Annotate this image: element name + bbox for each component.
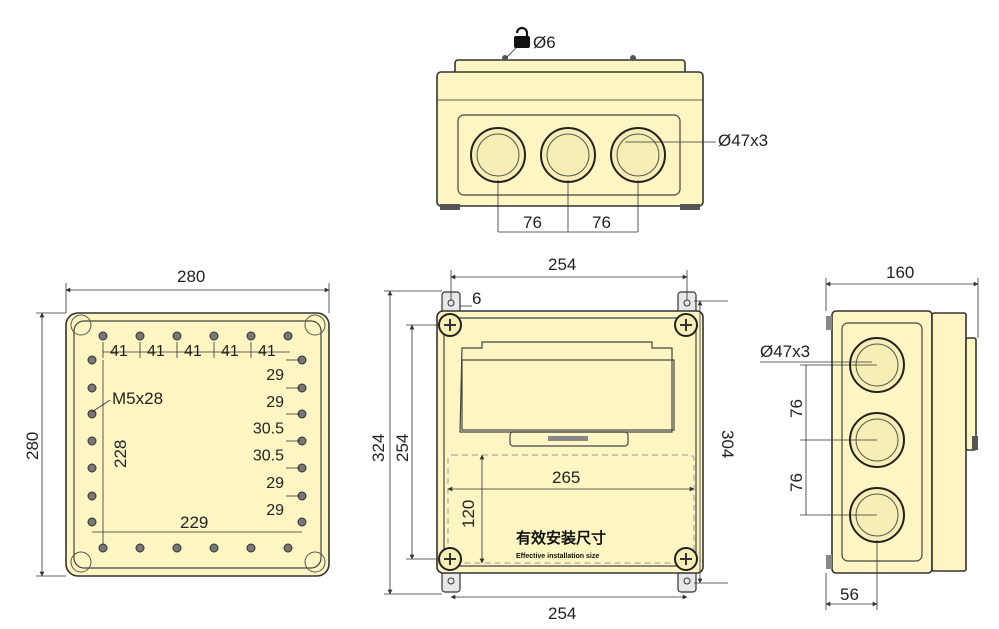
- row-pitch-label: 41: [221, 343, 239, 360]
- install-size-en: Effective installation size: [516, 553, 599, 560]
- screw-dot: [98, 331, 108, 341]
- back-width-label: 280: [177, 267, 205, 286]
- screw-dot: [283, 331, 293, 341]
- side-hole-label: Ø47x3: [760, 342, 810, 361]
- screw-dot: [172, 331, 182, 341]
- row-pitch-labels: 41 41 41 41 41: [102, 342, 276, 360]
- screw-dot: [87, 517, 97, 527]
- screw-dot: [209, 543, 219, 553]
- screw-dot: [87, 463, 97, 473]
- back-inner-width-label: 229: [180, 513, 208, 532]
- install-size-cn: 有效安装尺寸: [516, 529, 606, 547]
- overall-height-label: 324: [369, 434, 388, 462]
- screw-dot: [172, 543, 182, 553]
- col-pitch-labels: 29 29 30.5 30.5 29 29: [253, 359, 300, 519]
- screw-dot: [135, 331, 145, 341]
- screw-dot: [209, 331, 219, 341]
- side-view: 160 Ø47x3 76 76 56: [760, 263, 979, 610]
- screw-dot: [246, 543, 256, 553]
- screw-dot: [283, 543, 293, 553]
- front-width-bottom-label: 254: [548, 604, 576, 623]
- screw-dot: [87, 383, 97, 393]
- back-height-label: 280: [23, 432, 42, 460]
- bracket-offset-label: 6: [472, 289, 481, 308]
- back-inner-height-label: 228: [111, 440, 130, 468]
- row-pitch-label: 41: [258, 343, 276, 360]
- lock-diameter-label: Ø6: [533, 33, 556, 52]
- cable-entry-hole: [470, 127, 526, 183]
- top-hole-label: Ø47x3: [718, 131, 768, 150]
- side-pitch-b-label: 76: [787, 473, 806, 492]
- row-pitch-label: 41: [184, 343, 202, 360]
- screw-dot: [297, 517, 307, 527]
- padlock-icon: [514, 26, 530, 48]
- cable-entry-hole: [610, 127, 666, 183]
- col-pitch-label: 30.5: [253, 421, 284, 438]
- mount-height-label: 254: [393, 434, 412, 462]
- front-view: 254 6 324 254 304 265 120 有效安装尺寸 Effecti…: [369, 255, 737, 623]
- top-pitch-left: 76: [523, 213, 542, 232]
- right-height-label: 304: [718, 430, 737, 458]
- screw-dot: [246, 331, 256, 341]
- side-bottom-offset-label: 56: [840, 585, 859, 604]
- row-pitch-label: 41: [147, 343, 165, 360]
- side-pitch-a-label: 76: [787, 399, 806, 418]
- screw-dot: [135, 543, 145, 553]
- row-pitch-label: 41: [110, 343, 128, 360]
- col-pitch-label: 29: [266, 394, 284, 411]
- screw-dot: [87, 491, 97, 501]
- back-view: 41 41 41 41 41 29 29 30.5 30.5 29 29 280 280 M5x2…: [23, 267, 330, 577]
- cable-entry-hole: [540, 127, 596, 183]
- screw-dot: [87, 409, 97, 419]
- screw-dot: [87, 436, 97, 446]
- col-pitch-label: 29: [266, 475, 284, 492]
- col-pitch-label: 29: [266, 367, 284, 384]
- screw-dots: [87, 331, 307, 553]
- top-view: Ø6 Ø47x3 76 76: [436, 26, 768, 233]
- col-pitch-label: 30.5: [253, 448, 284, 465]
- col-pitch-label: 29: [266, 502, 284, 519]
- screw-dot: [98, 543, 108, 553]
- screw-dot: [87, 355, 97, 365]
- front-width-top-label: 254: [548, 255, 576, 274]
- install-width-label: 265: [552, 468, 580, 487]
- side-depth-label: 160: [886, 263, 914, 282]
- screw-spec-label: M5x28: [112, 389, 163, 408]
- install-height-label: 120: [459, 500, 478, 528]
- top-pitch-right: 76: [592, 213, 611, 232]
